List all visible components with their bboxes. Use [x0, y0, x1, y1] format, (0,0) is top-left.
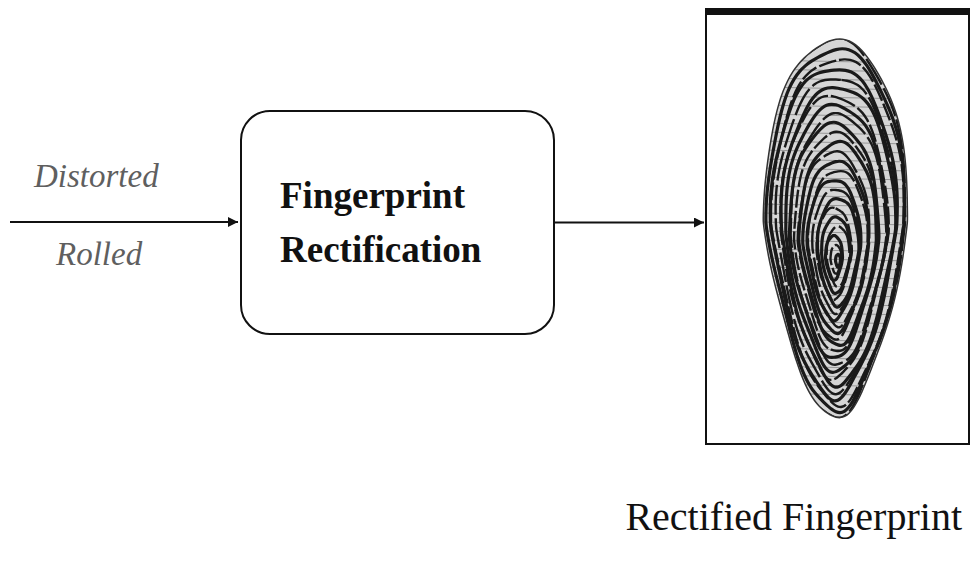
flow-arrow [555, 222, 704, 224]
image-frame: Rectified Fingerprint [705, 8, 970, 445]
input-label: Rolled [56, 236, 142, 272]
process-label: Fingerprint Rectification [280, 169, 529, 276]
image-caption: Rectified Fingerprint [625, 495, 962, 539]
connectors [555, 222, 704, 223]
input-arrow [10, 221, 238, 223]
input-label: Distorted [34, 158, 159, 194]
fingerprint-image [760, 38, 912, 417]
process-box: Fingerprint Rectification [240, 110, 555, 335]
